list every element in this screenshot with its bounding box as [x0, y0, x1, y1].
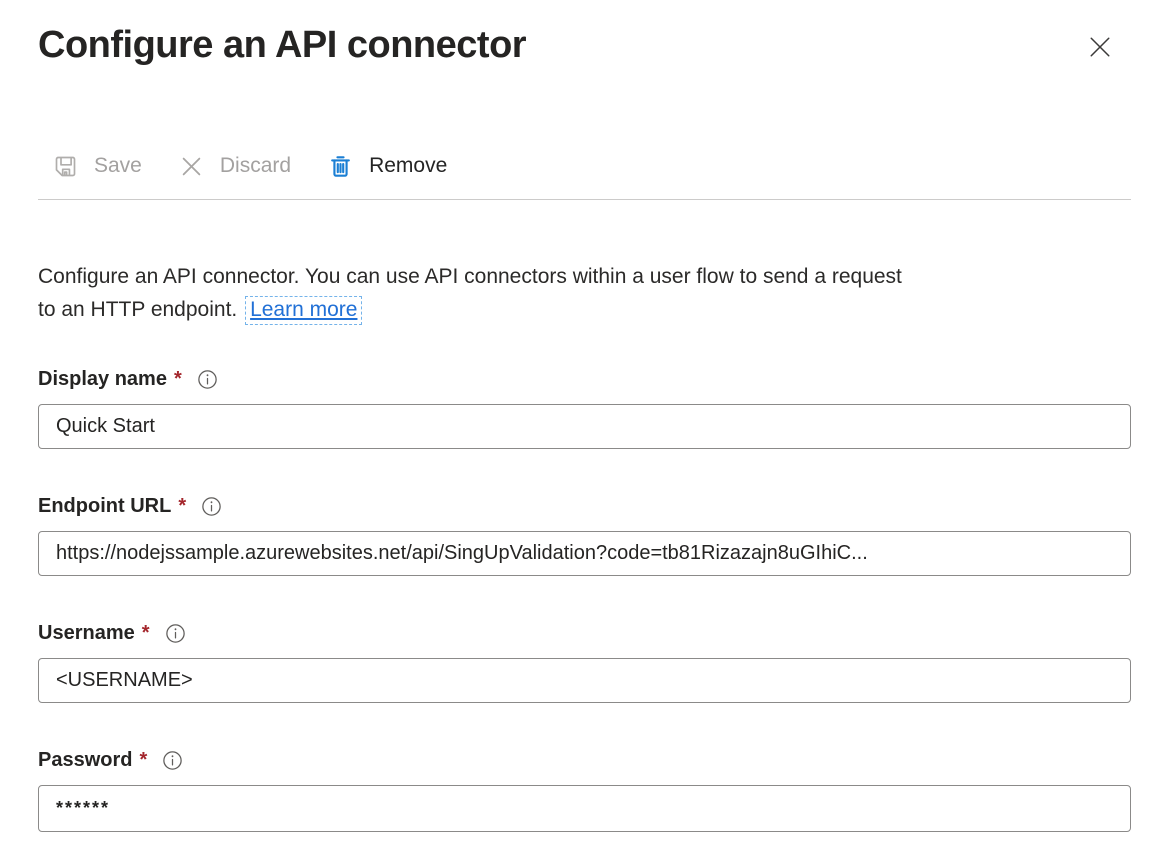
- close-button[interactable]: [1083, 30, 1117, 64]
- remove-button[interactable]: Remove: [313, 146, 461, 186]
- info-icon[interactable]: [162, 750, 183, 771]
- endpoint-url-input[interactable]: [38, 531, 1131, 576]
- required-asterisk: *: [178, 494, 187, 517]
- discard-label: Discard: [219, 154, 292, 177]
- panel-header: Configure an API connector: [38, 0, 1131, 68]
- save-icon: [52, 153, 79, 180]
- field-group-password: Password *: [38, 747, 1131, 832]
- required-asterisk: *: [173, 367, 182, 390]
- description: Configure an API connector. You can use …: [38, 260, 1131, 326]
- display-name-label: Display name: [38, 367, 167, 390]
- page-title: Configure an API connector: [38, 24, 527, 66]
- info-icon[interactable]: [201, 496, 222, 517]
- password-label: Password: [38, 748, 133, 771]
- description-line1: Configure an API connector. You can use …: [38, 265, 902, 288]
- required-asterisk: *: [139, 748, 148, 771]
- endpoint-url-label: Endpoint URL: [38, 494, 172, 517]
- trash-icon: [327, 153, 354, 180]
- toolbar-divider: [38, 199, 1131, 200]
- save-label: Save: [94, 154, 142, 177]
- description-line2: to an HTTP endpoint. Learn more: [38, 293, 1131, 326]
- discard-x-icon: [178, 153, 205, 180]
- remove-label: Remove: [369, 154, 448, 177]
- info-icon[interactable]: [165, 623, 186, 644]
- label-row: Endpoint URL *: [38, 493, 1131, 519]
- label-row: Username *: [38, 620, 1131, 646]
- command-toolbar: Save Discard Remove: [38, 146, 1131, 186]
- discard-button[interactable]: Discard: [164, 146, 305, 186]
- learn-more-link[interactable]: Learn more: [245, 296, 363, 325]
- label-row: Display name *: [38, 366, 1131, 392]
- api-connector-panel: Configure an API connector Save: [38, 0, 1131, 832]
- label-row: Password *: [38, 747, 1131, 773]
- field-group-display-name: Display name *: [38, 366, 1131, 449]
- username-label: Username: [38, 621, 135, 644]
- field-group-username: Username *: [38, 620, 1131, 703]
- required-asterisk: *: [141, 621, 150, 644]
- save-button[interactable]: Save: [38, 146, 156, 186]
- close-icon: [1086, 33, 1114, 61]
- username-input[interactable]: [38, 658, 1131, 703]
- field-group-endpoint-url: Endpoint URL *: [38, 493, 1131, 576]
- display-name-input[interactable]: [38, 404, 1131, 449]
- description-line2-text: to an HTTP endpoint.: [38, 298, 238, 321]
- info-icon[interactable]: [197, 369, 218, 390]
- password-input[interactable]: [38, 785, 1131, 832]
